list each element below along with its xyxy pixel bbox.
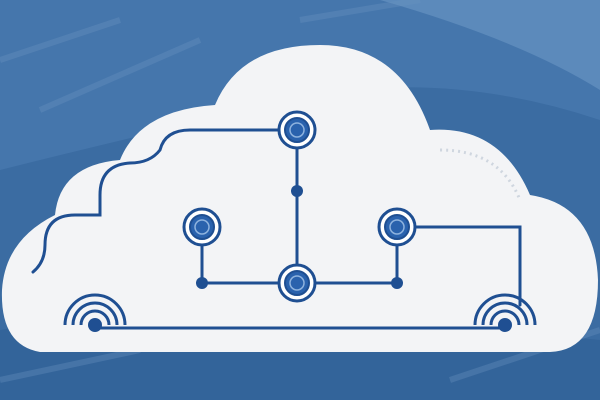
hub-node-icon bbox=[377, 207, 417, 247]
hub-node-icon bbox=[277, 263, 317, 303]
cloud-texture bbox=[439, 148, 522, 201]
wifi-signal-icon bbox=[473, 293, 537, 332]
wifi-signal-icon bbox=[63, 293, 127, 332]
junction-dot bbox=[291, 185, 303, 197]
hub-node-icon bbox=[182, 207, 222, 247]
hub-node-icon bbox=[277, 110, 317, 150]
cloud-shape bbox=[1, 45, 598, 352]
junction-dot bbox=[391, 277, 403, 289]
junction-dot bbox=[196, 277, 208, 289]
hub-nodes bbox=[182, 110, 417, 303]
